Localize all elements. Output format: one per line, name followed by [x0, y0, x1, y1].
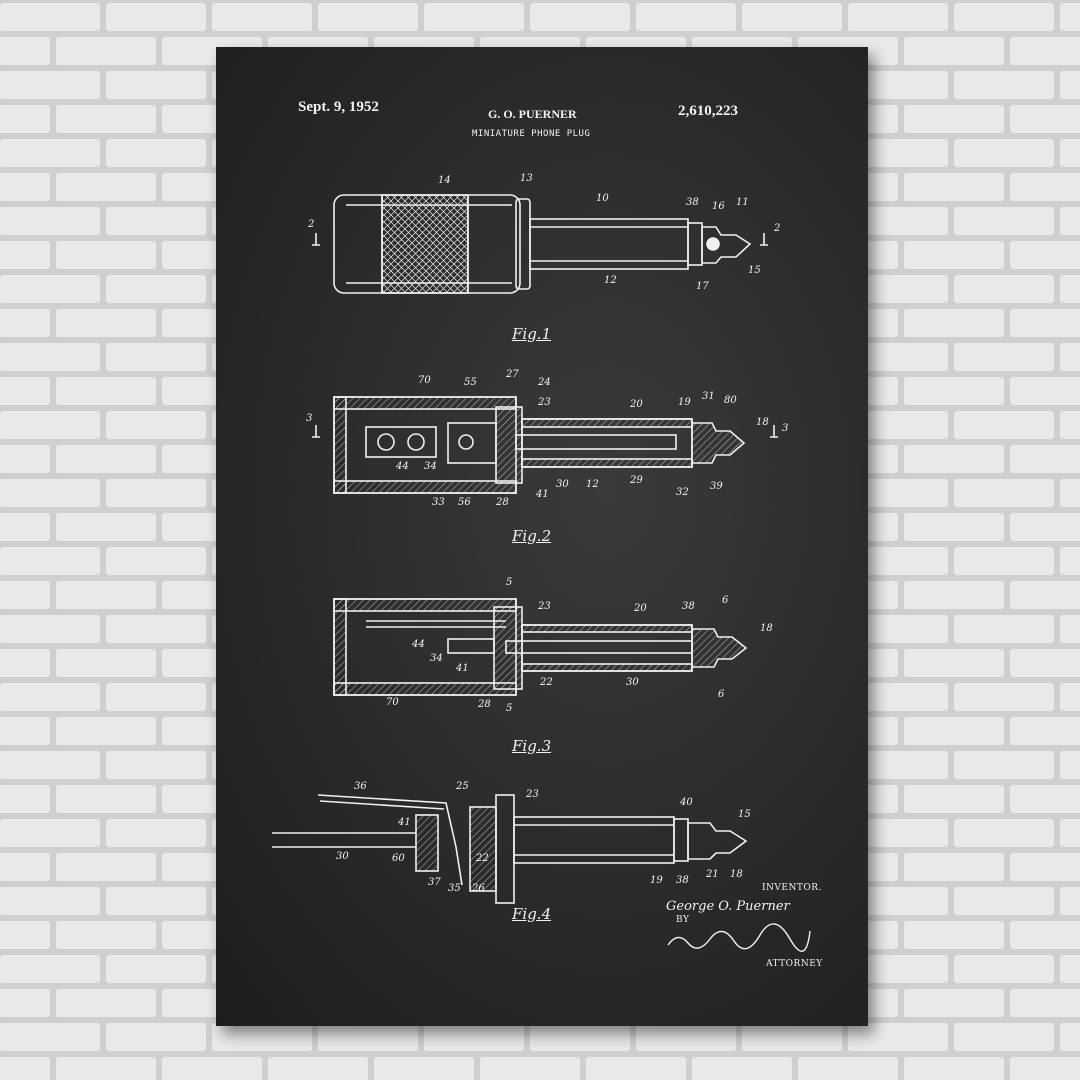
ref-label: 6	[722, 595, 729, 606]
ref-label: 15	[738, 809, 751, 820]
ref-label: 18	[730, 869, 743, 880]
ref-label: 13	[520, 173, 533, 184]
ref-label: 11	[736, 197, 749, 208]
figure-1-plug-exterior	[333, 194, 752, 294]
patent-date: Sept. 9, 1952	[298, 99, 379, 115]
ref-label: 25	[456, 781, 469, 792]
ref-label: 41	[398, 817, 411, 828]
ref-label: 33	[432, 497, 445, 508]
ref-label: 23	[538, 601, 551, 612]
ref-label: 21	[706, 869, 719, 880]
ref-label: 39	[710, 481, 723, 492]
ref-label: 29	[630, 475, 643, 486]
inventor-signature: George O. Puerner	[666, 899, 790, 914]
ref-label: 41	[456, 663, 469, 674]
ref-label: 19	[650, 875, 663, 886]
ref-label: 26	[472, 883, 485, 894]
ref-label: 36	[354, 781, 367, 792]
ref-label: 19	[678, 397, 691, 408]
ref-label: 5	[506, 577, 513, 588]
ref-label: 17	[696, 281, 709, 292]
ref-label: 35	[448, 883, 461, 894]
inventor-name: G. O. PUERNER	[488, 107, 577, 121]
ref-label: 6	[718, 689, 725, 700]
ref-label: 70	[418, 375, 431, 386]
figure-2-caption: Fig.2	[512, 527, 552, 545]
ref-label: 3	[306, 413, 313, 424]
ref-label: 3	[782, 423, 789, 434]
ref-label: 12	[586, 479, 599, 490]
ref-label: 22	[476, 853, 489, 864]
ref-label: 31	[702, 391, 715, 402]
figure-4-exploded-view	[272, 794, 748, 904]
ref-label: 38	[676, 875, 689, 886]
ref-label: 56	[458, 497, 471, 508]
ref-label: 30	[626, 677, 639, 688]
ref-label: 44	[396, 461, 409, 472]
ref-label: 40	[680, 797, 693, 808]
ref-label: 2	[308, 219, 315, 230]
ref-label: 44	[412, 639, 425, 650]
ref-label: 18	[760, 623, 773, 634]
ref-label: 24	[538, 377, 551, 388]
ref-label: 27	[506, 369, 519, 380]
ref-label: 55	[464, 377, 477, 388]
ref-label: 70	[386, 697, 399, 708]
inventor-heading: INVENTOR.	[762, 883, 822, 893]
figure-3-cross-section	[333, 598, 748, 696]
ref-label: 18	[756, 417, 769, 428]
figure-3-caption: Fig.3	[512, 737, 552, 755]
by-label: BY	[676, 915, 690, 925]
ref-label: 80	[724, 395, 737, 406]
patent-drawing	[272, 194, 811, 952]
ref-label: 38	[682, 601, 695, 612]
ref-label: 32	[676, 487, 689, 498]
ref-label: 38	[686, 197, 699, 208]
patent-number: 2,610,223	[678, 103, 738, 119]
ref-label: 5	[506, 703, 513, 714]
ref-label: 2	[774, 223, 781, 234]
ref-label: 20	[634, 603, 647, 614]
ref-label: 34	[430, 653, 443, 664]
ref-label: 30	[336, 851, 349, 862]
ref-label: 10	[596, 193, 609, 204]
ref-label: 16	[712, 201, 725, 212]
ref-label: 12	[604, 275, 617, 286]
ref-label: 37	[428, 877, 441, 888]
ref-label: 28	[478, 699, 491, 710]
ref-label: 28	[496, 497, 509, 508]
ref-label: 60	[392, 853, 405, 864]
patent-poster: Sept. 9, 1952 G. O. PUERNER MINIATURE PH…	[216, 47, 868, 1026]
figure-2-cross-section	[333, 396, 746, 494]
ref-label: 22	[540, 677, 553, 688]
attorney-label: ATTORNEY	[766, 959, 823, 969]
ref-label: 34	[424, 461, 437, 472]
figure-4-caption: Fig.4	[512, 905, 552, 923]
ref-label: 15	[748, 265, 761, 276]
ref-label: 23	[526, 789, 539, 800]
ref-label: 41	[536, 489, 549, 500]
patent-subtitle: MINIATURE PHONE PLUG	[472, 129, 591, 139]
ref-label: 14	[438, 175, 451, 186]
ref-label: 23	[538, 397, 551, 408]
ref-label: 20	[630, 399, 643, 410]
figure-1-caption: Fig.1	[512, 325, 552, 343]
ref-label: 30	[556, 479, 569, 490]
